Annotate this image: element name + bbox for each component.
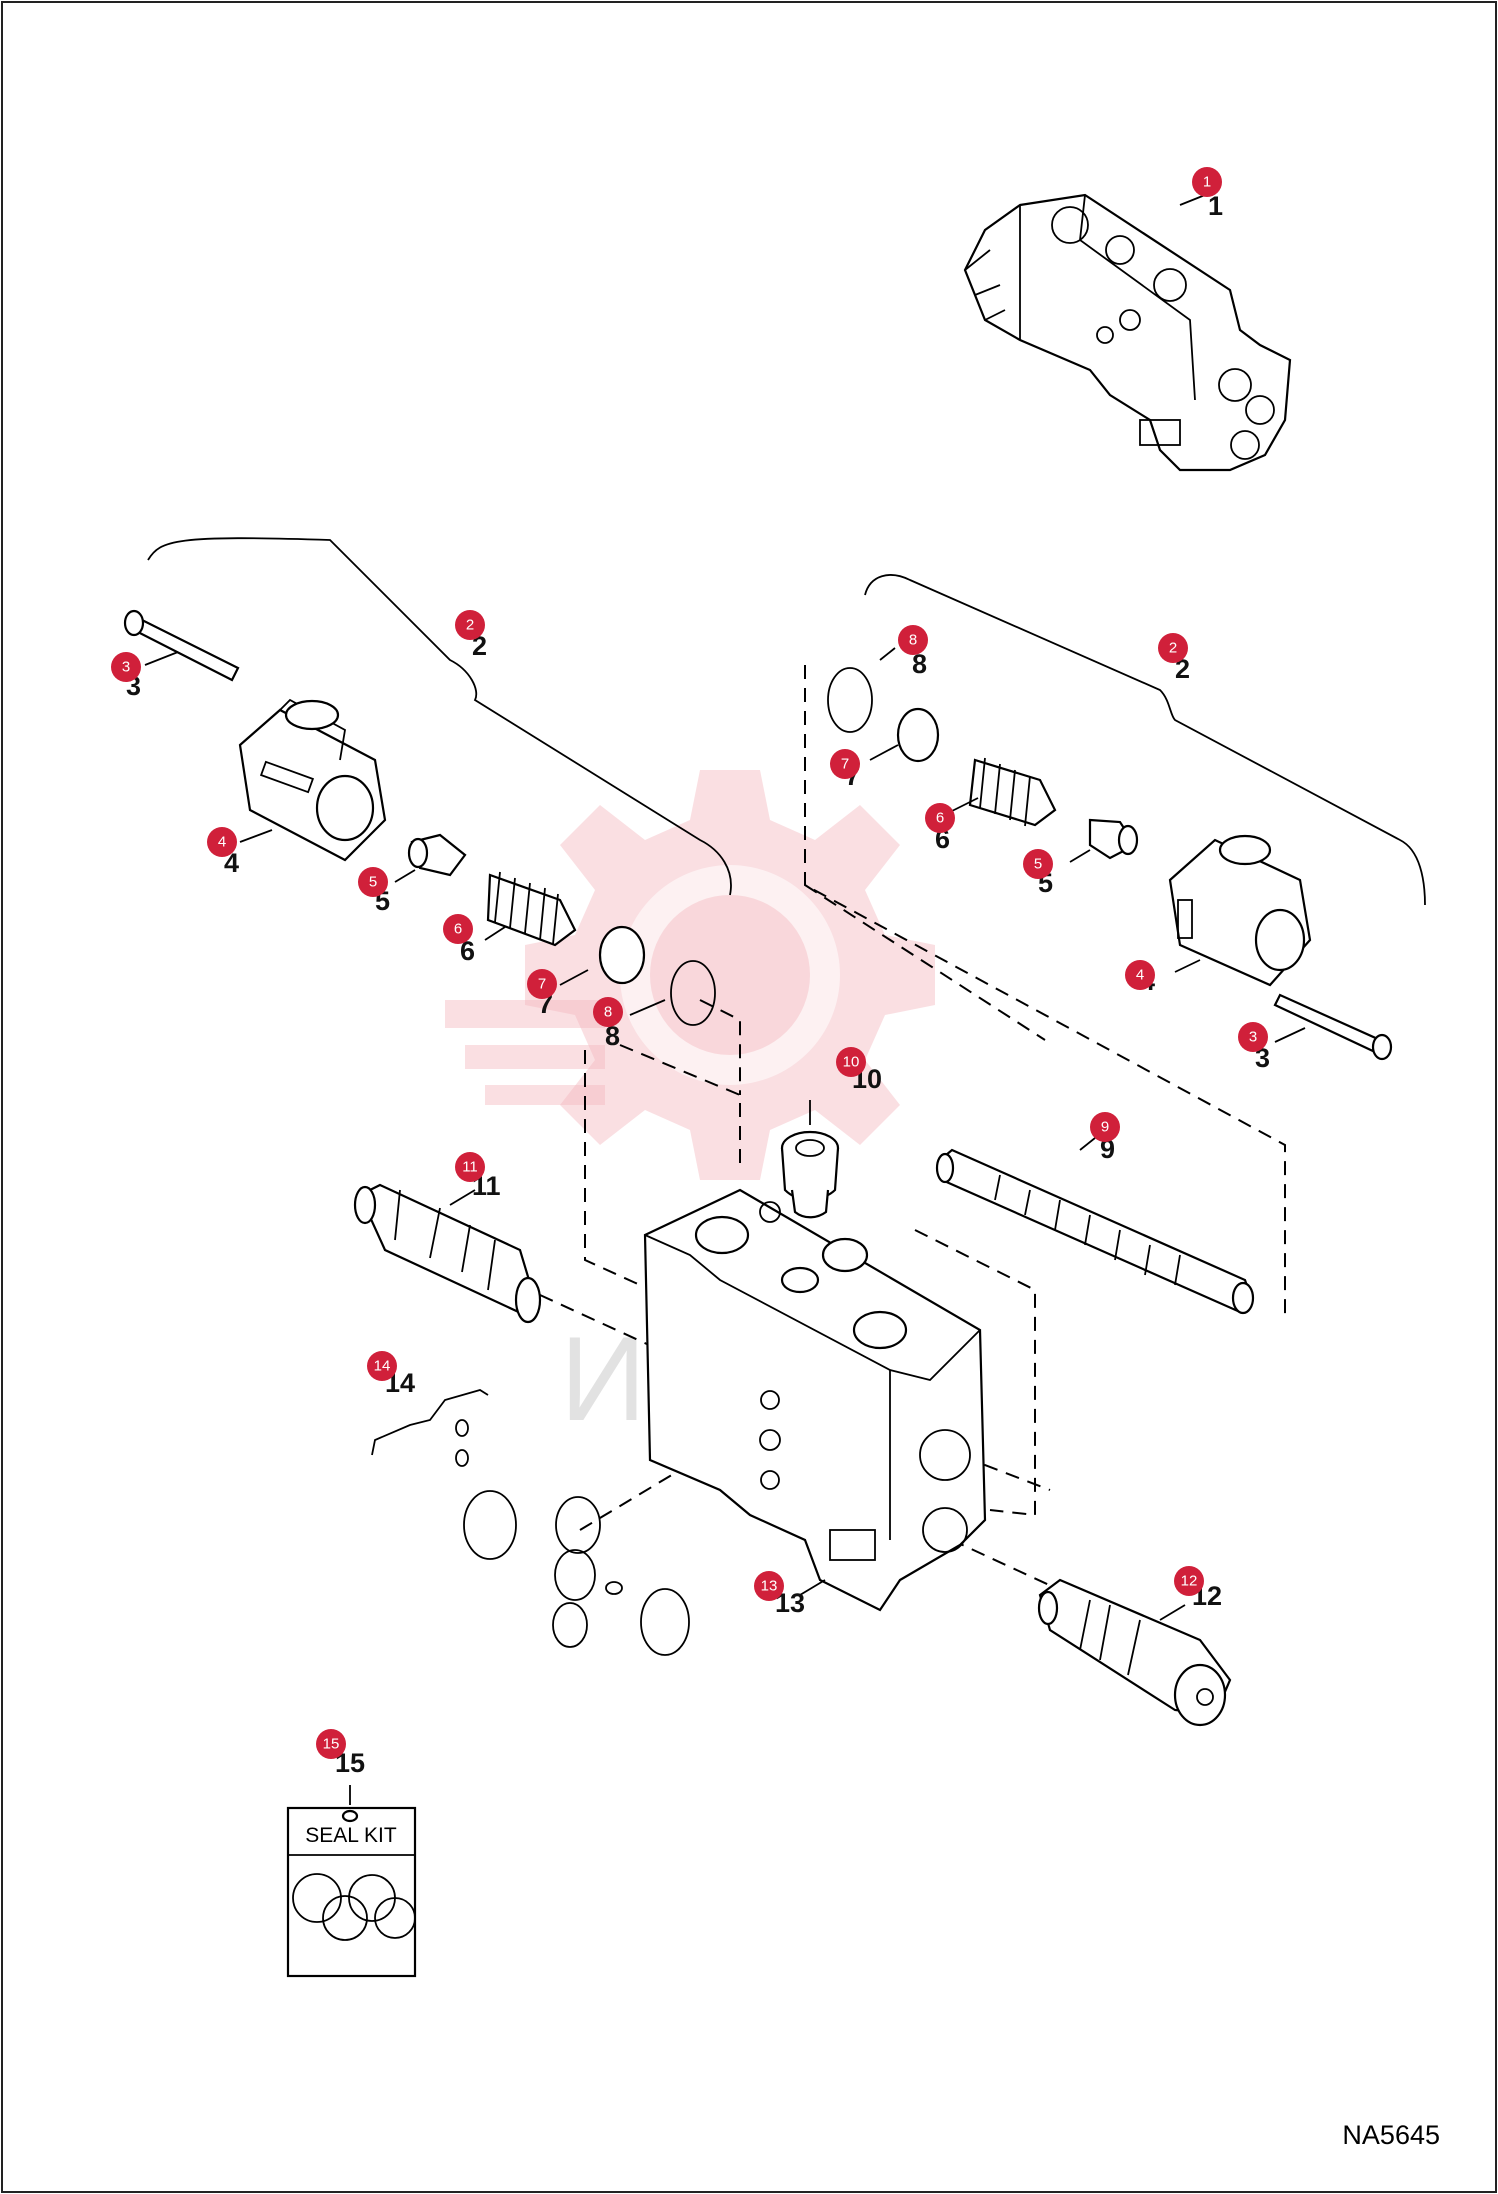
svg-text:11: 11 — [462, 1159, 478, 1176]
bracket-left — [147, 537, 732, 896]
svg-text:7: 7 — [841, 756, 849, 773]
callout-15[interactable]: 15 — [316, 1729, 346, 1759]
svg-text:6: 6 — [936, 810, 944, 827]
callout-4-right[interactable]: 4 — [1125, 960, 1155, 990]
callout-8-right[interactable]: 8 — [898, 625, 928, 655]
callout-7-right[interactable]: 7 — [830, 749, 860, 779]
svg-text:3: 3 — [122, 659, 130, 676]
plug-icon — [780, 1130, 840, 1219]
phantom-line-left — [584, 999, 741, 1286]
callout-11[interactable]: 11 — [455, 1152, 485, 1182]
svg-text:14: 14 — [374, 1358, 391, 1375]
callout-6-right[interactable]: 6 — [925, 803, 955, 833]
callout-10[interactable]: 10 — [836, 1047, 866, 1077]
svg-text:1: 1 — [1208, 191, 1223, 221]
svg-text:2: 2 — [466, 617, 474, 634]
callout-9[interactable]: 9 — [1090, 1112, 1120, 1142]
spring-right-icon — [968, 757, 1057, 827]
callout-3-left[interactable]: 3 — [111, 652, 141, 682]
spool-icon — [935, 1148, 1255, 1315]
callout-13[interactable]: 13 — [754, 1571, 784, 1601]
relief-valve-icon — [1037, 1578, 1232, 1727]
svg-text:6: 6 — [454, 921, 462, 938]
svg-text:15: 15 — [323, 1736, 340, 1753]
svg-text:1: 1 — [1203, 174, 1211, 191]
valve-cap-right-icon — [1168, 834, 1312, 987]
svg-text:2: 2 — [1169, 640, 1177, 657]
callout-5-left[interactable]: 5 — [358, 867, 388, 897]
callout-3-right[interactable]: 3 — [1238, 1022, 1268, 1052]
svg-text:8: 8 — [912, 649, 927, 679]
seal-washer-right-icon — [896, 707, 940, 763]
orings-set-icon — [371, 1389, 690, 1656]
svg-text:5: 5 — [369, 874, 377, 891]
poppet-right-icon — [1088, 818, 1139, 860]
callout-5-right[interactable]: 5 — [1023, 849, 1053, 879]
valve-assembly-icon — [963, 193, 1292, 472]
valve-cap-left-icon — [238, 698, 387, 862]
valve-body-icon — [643, 1188, 987, 1612]
svg-text:12: 12 — [1181, 1573, 1198, 1590]
svg-text:4: 4 — [218, 834, 226, 851]
svg-text:10: 10 — [843, 1054, 860, 1071]
svg-text:7: 7 — [538, 976, 546, 993]
oring-right-icon — [827, 667, 873, 733]
callout-8-left[interactable]: 8 — [593, 997, 623, 1027]
seal-washer-left-icon — [598, 925, 646, 985]
svg-text:8: 8 — [604, 1004, 612, 1021]
svg-text:4: 4 — [1136, 967, 1144, 984]
callout-12[interactable]: 12 — [1174, 1566, 1204, 1596]
svg-text:5: 5 — [1034, 856, 1042, 873]
callout-7-left[interactable]: 7 — [527, 969, 557, 999]
svg-text:8: 8 — [605, 1021, 620, 1051]
phantom-line-body — [539, 1244, 1061, 1591]
svg-text:6: 6 — [460, 936, 475, 966]
callout-2-right[interactable]: 2 — [1158, 633, 1188, 663]
bolt-left-icon — [123, 609, 240, 682]
svg-text:13: 13 — [761, 1578, 778, 1595]
callout-4-left[interactable]: 4 — [207, 827, 237, 857]
seal-kit-label: SEAL KIT — [305, 1824, 397, 1847]
callout-1[interactable]: 1 — [1192, 167, 1222, 197]
poppet-left-icon — [407, 833, 467, 877]
callout-14[interactable]: 14 — [367, 1351, 397, 1381]
bracket-right — [864, 574, 1426, 906]
svg-text:3: 3 — [1249, 1029, 1257, 1046]
spring-left-icon — [486, 871, 577, 947]
relief-cartridge-icon — [353, 1183, 542, 1324]
seal-kit-box — [286, 1785, 417, 1978]
svg-text:9: 9 — [1101, 1119, 1109, 1136]
callout-6-left[interactable]: 6 — [443, 914, 473, 944]
leader-lines — [144, 192, 1306, 1621]
watermark-gear-logo — [445, 770, 935, 1180]
phantom-line-right — [804, 665, 1286, 1517]
bolt-right-icon — [1273, 993, 1393, 1061]
callout-2-left[interactable]: 2 — [455, 610, 485, 640]
oring-left-icon — [670, 960, 716, 1026]
document-id: NA5645 — [1342, 2120, 1440, 2150]
svg-text:8: 8 — [909, 632, 917, 649]
